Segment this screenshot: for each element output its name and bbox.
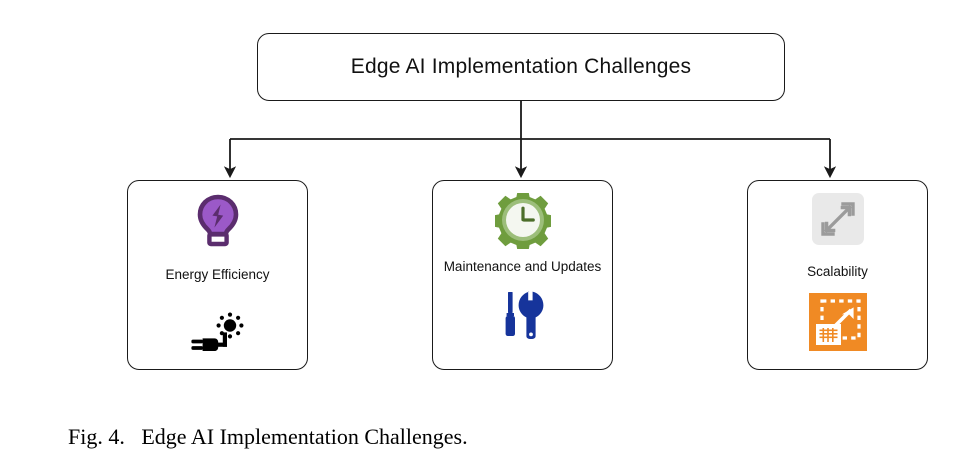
- child-node-box-scalability[interactable]: Scalability: [747, 180, 928, 370]
- figure-caption-number: Fig. 4.: [68, 424, 125, 449]
- scale-building-icon: [808, 292, 867, 352]
- gear-clock-icon: [494, 190, 551, 252]
- child-node-box-maintenance-and-updates[interactable]: Maintenance and Updates: [432, 180, 613, 370]
- figure-caption-text: Edge AI Implementation Challenges.: [141, 424, 468, 449]
- child-node-box-energy-efficiency[interactable]: Energy Efficiency: [127, 180, 308, 370]
- expand-arrows-icon: [811, 188, 865, 250]
- root-node-box[interactable]: Edge AI Implementation Challenges: [257, 33, 785, 101]
- figure-caption: Fig. 4. Edge AI Implementation Challenge…: [68, 424, 468, 450]
- child-node-label-energy-efficiency: Energy Efficiency: [165, 267, 270, 282]
- child-node-label-scalability: Scalability: [807, 264, 868, 279]
- lightbulb-bolt-icon: [195, 190, 241, 252]
- child-node-label-maintenance-and-updates: Maintenance and Updates: [443, 259, 602, 274]
- power-plug-sun-icon: [189, 303, 247, 363]
- root-node-title: Edge AI Implementation Challenges: [350, 55, 692, 78]
- screwdriver-wrench-icon: [499, 285, 547, 345]
